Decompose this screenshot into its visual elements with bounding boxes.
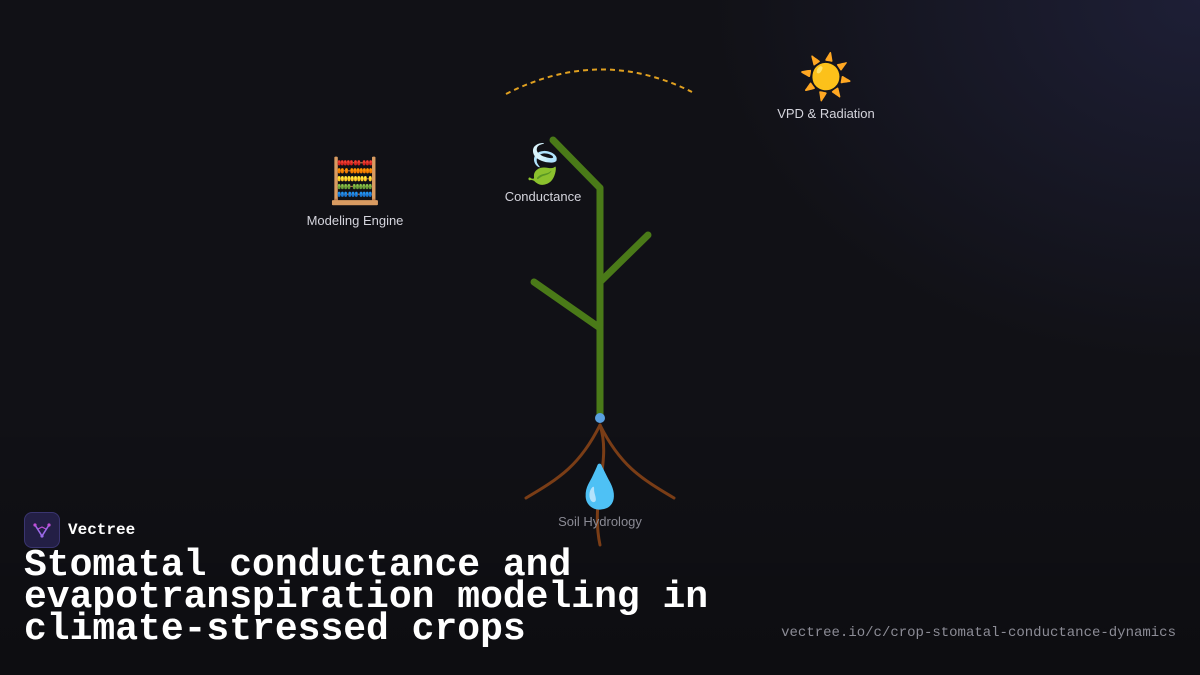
vectree-logo-icon xyxy=(24,512,60,548)
root-left xyxy=(524,423,602,500)
stem-left-branch xyxy=(530,278,604,332)
root-right xyxy=(598,423,676,500)
node-conductance: 🍃 Conductance xyxy=(505,146,582,204)
node-soil: 💧 Soil Hydrology xyxy=(558,463,642,530)
stem-top-branch xyxy=(549,136,604,192)
page-url[interactable]: vectree.io/c/crop-stomatal-conductance-d… xyxy=(781,625,1176,641)
brand[interactable]: Vectree xyxy=(24,512,135,548)
plant-roots xyxy=(524,423,676,547)
root-center xyxy=(595,423,606,547)
plant-stem xyxy=(530,136,652,422)
root-junction-node xyxy=(595,413,605,423)
sun-icon: ☀️ xyxy=(798,53,854,102)
node-vpd-label: VPD & Radiation xyxy=(777,106,875,121)
abacus-icon: 🧮 xyxy=(327,157,383,206)
brand-name: Vectree xyxy=(68,521,136,539)
leaf-wind-icon: 🍃 xyxy=(519,144,567,186)
droplet-icon: 💧 xyxy=(573,463,627,510)
page-title: Stomatal conductance and evapotranspirat… xyxy=(24,544,709,651)
node-modeling: 🧮 Modeling Engine xyxy=(306,157,404,229)
stem-right-branch xyxy=(596,231,652,286)
node-modeling-label: Modeling Engine xyxy=(306,213,404,228)
node-soil-label: Soil Hydrology xyxy=(558,514,642,529)
node-conductance-label: Conductance xyxy=(504,189,582,204)
node-vpd: ☀️ VPD & Radiation xyxy=(777,53,875,122)
sunlight-arc xyxy=(505,68,693,95)
